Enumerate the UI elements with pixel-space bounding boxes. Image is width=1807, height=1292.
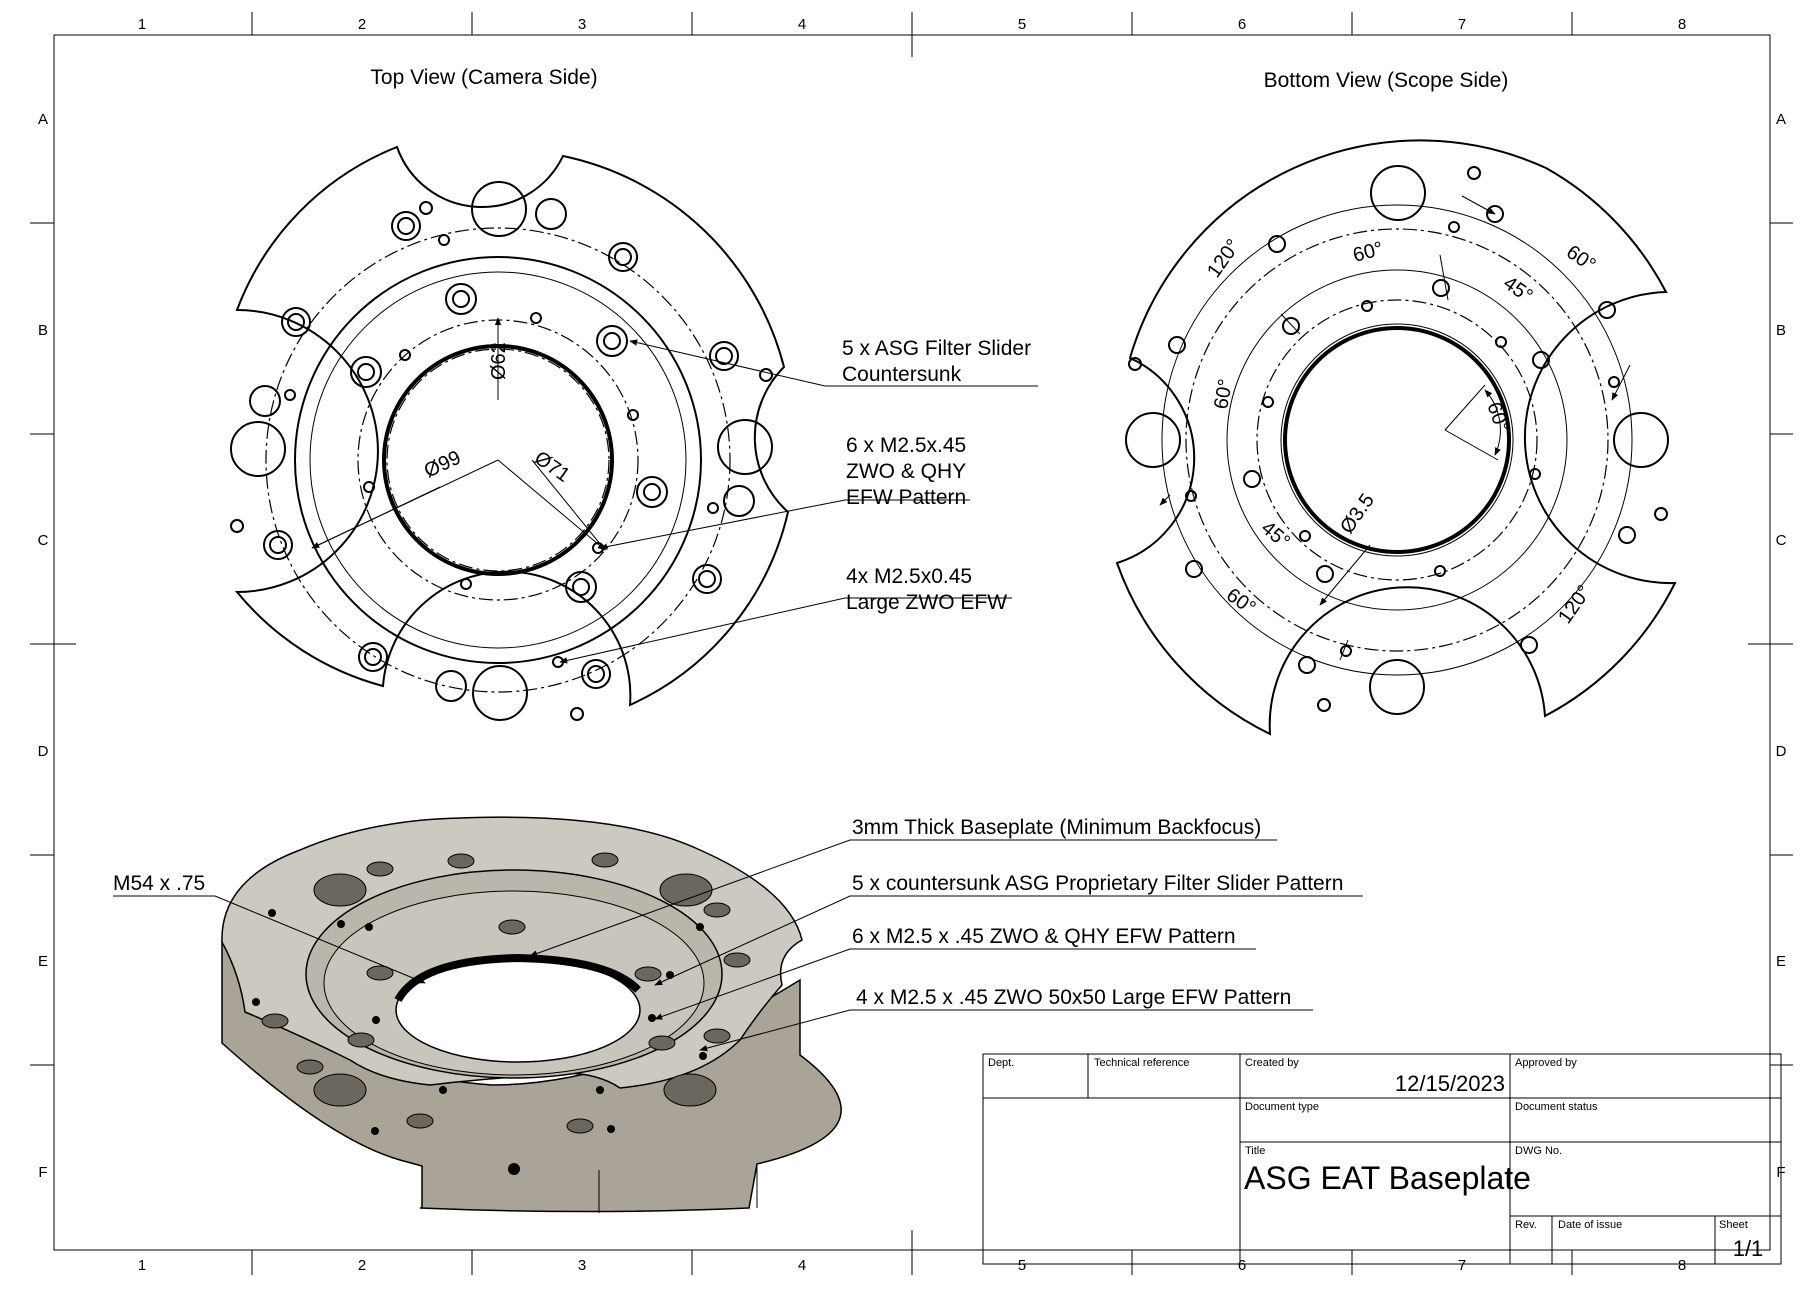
- tb-dwg-no-label: DWG No.: [1515, 1145, 1562, 1157]
- tb-created-by-label: Created by: [1245, 1057, 1299, 1069]
- row-label-left-c: C: [38, 532, 49, 549]
- drawing-frame: 1 2 3 4 5 6 7 8 1 2 3 4 5 6 7 8 A B C D …: [30, 12, 1793, 1275]
- bottom-view-outline: [1115, 139, 1677, 736]
- callout-m25-line2: ZWO & QHY: [846, 460, 966, 483]
- row-label-right-d: D: [1776, 743, 1787, 760]
- col-label-top-3: 3: [578, 16, 586, 33]
- callout-iso-thick: 3mm Thick Baseplate (Minimum Backfocus): [852, 816, 1261, 839]
- col-label-bottom-2: 2: [358, 1257, 366, 1274]
- row-label-right-a: A: [1776, 111, 1786, 128]
- callout-large-line2: Large ZWO EFW: [846, 591, 1007, 614]
- dim-angle-45-top: 45°: [1499, 272, 1536, 307]
- callout-filter-slider-line1: 5 x ASG Filter Slider: [842, 337, 1031, 360]
- row-label-left-a: A: [38, 111, 48, 128]
- tb-sheet: 1/1: [1733, 1236, 1764, 1261]
- dim-d3-5: Ø3.5: [1336, 490, 1379, 538]
- tb-created-date: 12/15/2023: [1395, 1071, 1505, 1096]
- tb-approved-by-label: Approved by: [1515, 1057, 1577, 1069]
- tb-doc-status-label: Document status: [1515, 1101, 1598, 1113]
- col-label-top-2: 2: [358, 16, 366, 33]
- bottom-view: 120° 60° 60° 45° 60° 60° Ø3.5 45° 60° 12…: [1115, 139, 1677, 736]
- dim-angle-60-top: 60°: [1351, 238, 1386, 267]
- top-view-title: Top View (Camera Side): [370, 66, 597, 89]
- row-label-right-e: E: [1776, 953, 1786, 970]
- dim-angle-60-bottom: 60°: [1222, 584, 1259, 619]
- top-view-outline: [234, 145, 790, 707]
- title-block: [982, 1053, 1782, 1265]
- tb-dept-label: Dept.: [988, 1057, 1014, 1069]
- col-label-top-1: 1: [138, 16, 146, 33]
- callout-m54: M54 x .75: [113, 872, 205, 895]
- dim-d71: Ø71: [530, 447, 574, 487]
- row-label-left-e: E: [38, 953, 48, 970]
- col-label-bottom-4: 4: [798, 1257, 806, 1274]
- row-label-right-b: B: [1776, 322, 1786, 339]
- callout-filter-slider-line2: Countersunk: [842, 363, 962, 386]
- col-label-bottom-1: 1: [138, 1257, 146, 1274]
- row-label-left-d: D: [38, 743, 49, 760]
- dim-angle-60-right: 60°: [1562, 241, 1599, 276]
- callout-large-line1: 4x M2.5x0.45: [846, 565, 972, 588]
- col-label-top-7: 7: [1458, 16, 1466, 33]
- callout-iso-slider: 5 x countersunk ASG Proprietary Filter S…: [852, 872, 1343, 895]
- dim-angle-120-top: 120°: [1203, 235, 1245, 282]
- col-label-top-8: 8: [1678, 16, 1686, 33]
- col-label-top-6: 6: [1238, 16, 1246, 33]
- callout-iso-large: 4 x M2.5 x .45 ZWO 50x50 Large EFW Patte…: [856, 986, 1291, 1009]
- tb-doc-type-label: Document type: [1245, 1101, 1319, 1113]
- tb-rev-label: Rev.: [1515, 1219, 1537, 1231]
- callout-m25-line1: 6 x M2.5x.45: [846, 434, 966, 457]
- dim-d99: Ø99: [421, 447, 465, 483]
- col-label-bottom-5: 5: [1018, 1257, 1026, 1274]
- col-label-top-5: 5: [1018, 16, 1026, 33]
- dim-angle-45-bottom: 45°: [1257, 517, 1294, 553]
- dim-angle-60-left: 60°: [1210, 377, 1237, 411]
- callout-iso-zwo-qhy: 6 x M2.5 x .45 ZWO & QHY EFW Pattern: [852, 925, 1236, 948]
- tb-title: ASG EAT Baseplate: [1244, 1160, 1531, 1196]
- dim-angle-120-bottom: 120°: [1554, 581, 1596, 628]
- bottom-view-title: Bottom View (Scope Side): [1264, 69, 1509, 92]
- tb-tech-ref-label: Technical reference: [1094, 1057, 1189, 1069]
- callout-m25-line3: EFW Pattern: [846, 486, 966, 509]
- dim-d62: Ø62: [488, 342, 510, 380]
- row-label-left-f: F: [38, 1164, 47, 1181]
- tb-title-label: Title: [1245, 1145, 1265, 1157]
- tb-sheet-label: Sheet: [1719, 1219, 1748, 1231]
- col-label-top-4: 4: [798, 16, 806, 33]
- row-label-left-b: B: [38, 322, 48, 339]
- col-label-bottom-7: 7: [1458, 1257, 1466, 1274]
- row-label-right-c: C: [1776, 532, 1787, 549]
- isometric-view: [113, 816, 1363, 1213]
- col-label-bottom-3: 3: [578, 1257, 586, 1274]
- top-view: Ø62 Ø99 Ø71: [230, 145, 1038, 721]
- col-label-bottom-8: 8: [1678, 1257, 1686, 1274]
- tb-date-issue-label: Date of issue: [1558, 1219, 1622, 1231]
- col-label-bottom-6: 6: [1238, 1257, 1246, 1274]
